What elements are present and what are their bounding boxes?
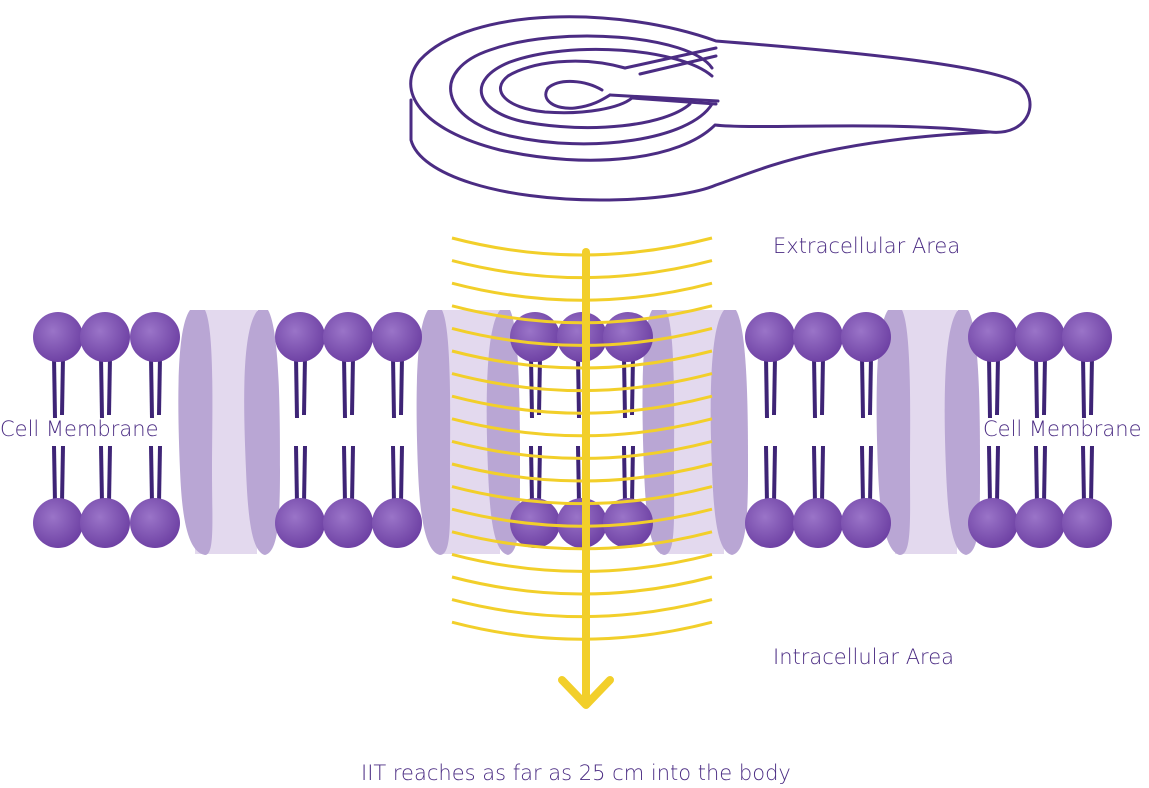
protein-channel bbox=[876, 310, 980, 555]
lipid-head bbox=[372, 498, 422, 548]
protein-channel bbox=[642, 310, 748, 555]
protein-channel bbox=[178, 310, 280, 555]
lipid-tails bbox=[149, 356, 162, 504]
lipid-tails bbox=[860, 356, 873, 504]
lipid-tails bbox=[391, 356, 404, 504]
membrane-proteins bbox=[178, 310, 980, 555]
intracellular-area-label: Intracellular Area bbox=[773, 645, 955, 669]
lipid-head bbox=[793, 498, 843, 548]
lipid-tails bbox=[529, 356, 542, 504]
lipid-head bbox=[1062, 498, 1112, 548]
lipid-head bbox=[745, 312, 795, 362]
lipid-head bbox=[130, 312, 180, 362]
lipid-head bbox=[1015, 312, 1065, 362]
lipid-head bbox=[323, 498, 373, 548]
lipid-tails bbox=[52, 356, 65, 504]
lipid-head bbox=[130, 498, 180, 548]
lipid-tails bbox=[99, 356, 112, 504]
lipid-bilayer bbox=[33, 312, 1112, 548]
lipid-head bbox=[968, 498, 1018, 548]
lipid-head bbox=[968, 312, 1018, 362]
lipid-head bbox=[323, 312, 373, 362]
cell-membrane-label-right: Cell Membrane bbox=[983, 417, 1142, 441]
extracellular-area-label: Extracellular Area bbox=[773, 234, 961, 258]
lipid-tails bbox=[764, 356, 777, 504]
lipid-head bbox=[1015, 498, 1065, 548]
lipid-head bbox=[841, 498, 891, 548]
lipid-head bbox=[275, 498, 325, 548]
lipid-head bbox=[1062, 312, 1112, 362]
lipid-tails bbox=[1081, 356, 1094, 504]
lipid-head bbox=[510, 312, 560, 362]
lipid-tails bbox=[294, 356, 307, 504]
lipid-head bbox=[745, 498, 795, 548]
lipid-tails bbox=[622, 356, 635, 504]
lipid-head bbox=[372, 312, 422, 362]
arrow-down-icon bbox=[558, 248, 614, 709]
lipid-head bbox=[603, 312, 653, 362]
lipid-head bbox=[841, 312, 891, 362]
cell-membrane-label-left: Cell Membrane bbox=[0, 417, 159, 441]
protein-channel bbox=[416, 310, 520, 555]
lipid-tails bbox=[987, 356, 1000, 504]
lipid-tails bbox=[342, 356, 355, 504]
caption: IIT reaches as far as 25 cm into the bod… bbox=[361, 761, 791, 785]
lipid-tails bbox=[1034, 356, 1047, 504]
lipid-tails bbox=[812, 356, 825, 504]
magnetic-coil-applicator-icon bbox=[409, 15, 1032, 202]
lipid-head bbox=[80, 498, 130, 548]
lipid-head bbox=[33, 498, 83, 548]
lipid-head bbox=[80, 312, 130, 362]
lipid-head bbox=[33, 312, 83, 362]
lipid-head bbox=[275, 312, 325, 362]
lipid-head bbox=[793, 312, 843, 362]
